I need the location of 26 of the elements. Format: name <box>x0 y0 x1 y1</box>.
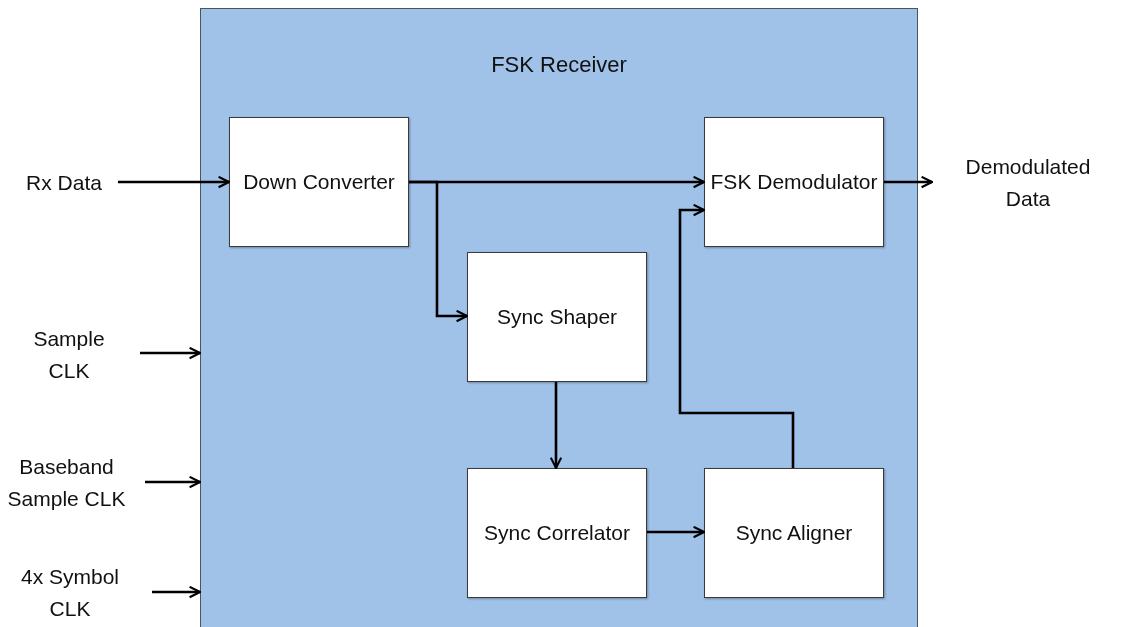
process-box <box>467 468 647 598</box>
block-label: Sync Shaper <box>496 304 618 330</box>
arrow <box>145 475 202 489</box>
process-box <box>229 117 409 247</box>
arrow <box>647 525 706 539</box>
arrow <box>117 175 231 189</box>
arrow <box>409 180 469 323</box>
arrow <box>152 585 202 599</box>
block-label: FSK Demodulator <box>710 169 878 195</box>
block-label: Down Converter <box>243 169 395 195</box>
receiver-block <box>200 8 918 627</box>
signal-label: Demodulated Data <box>964 154 1092 212</box>
block-title: FSK Receiver <box>491 51 627 79</box>
arrow <box>549 382 563 470</box>
signal-label: Sample CLK <box>32 326 106 384</box>
process-box <box>704 468 884 598</box>
signal-label: Baseband Sample CLK <box>6 454 127 512</box>
process-box <box>467 252 647 382</box>
block-label: Sync Aligner <box>735 520 853 546</box>
signal-label: Rx Data <box>26 170 102 196</box>
block-label: Sync Correlator <box>484 520 630 546</box>
arrow <box>678 203 795 468</box>
arrow <box>140 346 202 360</box>
signal-label: 4x Symbol CLK <box>19 564 120 622</box>
process-box <box>704 117 884 247</box>
arrow <box>884 175 934 189</box>
